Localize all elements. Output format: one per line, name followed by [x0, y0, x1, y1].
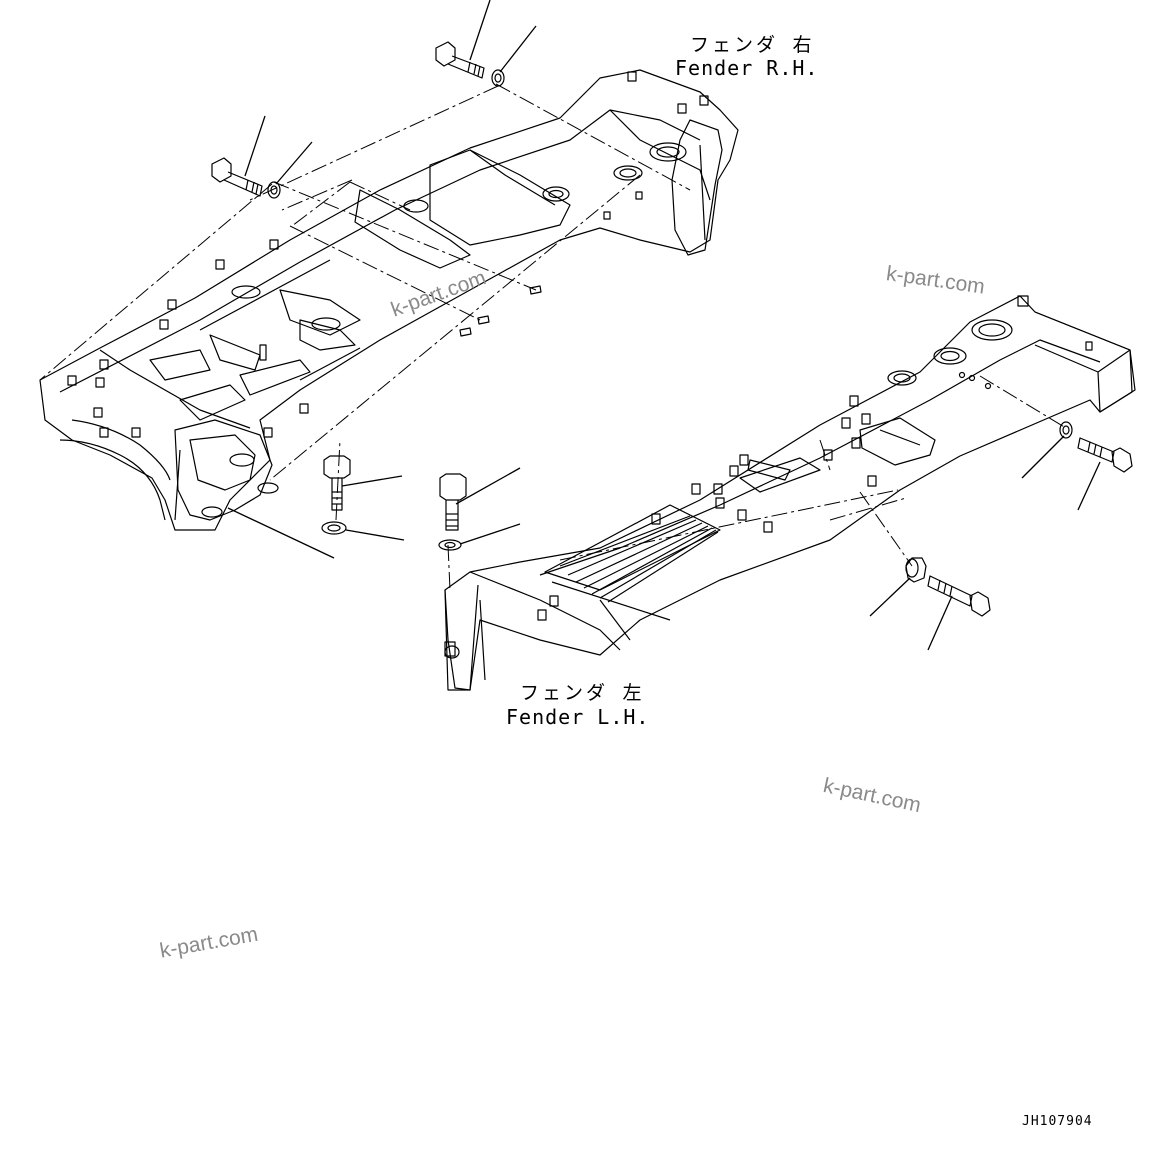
bolt-vertical-right — [439, 473, 467, 531]
bolt-vertical-left — [323, 455, 351, 511]
fender-lh-label-jp: フェンダ 左 — [520, 682, 645, 704]
pins — [459, 285, 542, 337]
bolt-rh-top — [435, 41, 485, 79]
washer-vertical-right — [438, 539, 462, 551]
fender-lh-assembly — [444, 295, 1136, 691]
fender-rh-label-jp: フェンダ 右 — [690, 34, 815, 56]
leader-lines — [227, 0, 1101, 651]
fender-rh-assembly — [39, 69, 739, 531]
bolt-lh-lower — [927, 575, 991, 617]
fender-rh-label-en: Fender R.H. — [675, 56, 819, 80]
bolt-rh-mid — [211, 157, 263, 197]
washer-rh-mid — [267, 181, 281, 199]
washer-rh-top — [491, 69, 505, 87]
fender-rh-outline — [39, 69, 739, 531]
drawing-code: JH107904 — [1022, 1114, 1093, 1129]
fender-lh-outline — [444, 295, 1136, 691]
washer-vertical-left — [321, 521, 347, 535]
washer-lh-right — [1059, 421, 1073, 439]
bolt-lh-right — [1077, 437, 1133, 473]
fender-lh-label-en: Fender L.H. — [506, 705, 650, 729]
